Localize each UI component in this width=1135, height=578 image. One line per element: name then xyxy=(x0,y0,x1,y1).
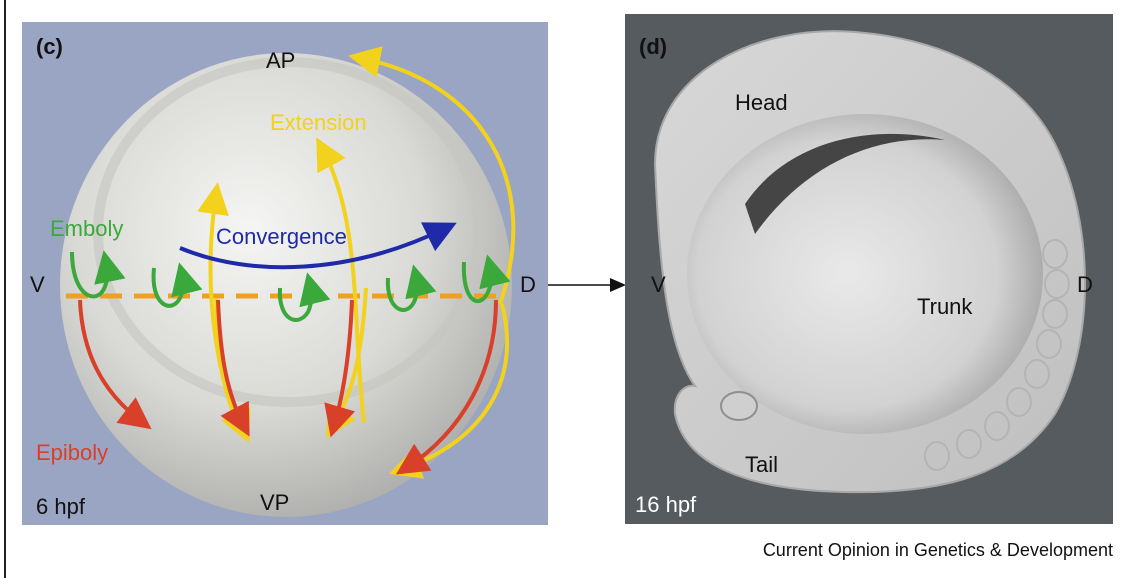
tail-label: Tail xyxy=(745,454,778,476)
figure-caption: Current Opinion in Genetics & Developmen… xyxy=(763,540,1113,561)
dorsal-label-d: D xyxy=(1077,274,1093,296)
panel-d-letter: (d) xyxy=(639,36,667,58)
ventral-label-d: V xyxy=(651,274,666,296)
yolk xyxy=(687,114,1043,434)
stage-label-d: 16 hpf xyxy=(635,494,696,516)
panel-d-illustration xyxy=(625,14,1113,524)
head-label: Head xyxy=(735,92,788,114)
panel-d-embryo-16hpf: (d) Head V D Trunk Tail 16 hpf xyxy=(625,14,1113,524)
tail-vesicle xyxy=(721,392,757,420)
trunk-label: Trunk xyxy=(917,296,972,318)
